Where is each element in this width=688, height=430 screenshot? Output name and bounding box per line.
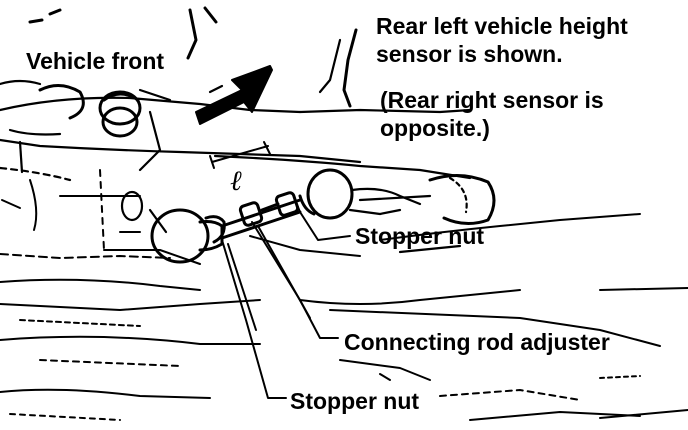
opposite-side-note-line-1: (Rear right sensor is xyxy=(380,87,604,113)
vehicle-body-frame xyxy=(0,6,472,182)
sensor-arm-cup xyxy=(298,168,422,220)
control-arm xyxy=(358,174,641,254)
sensor-body-cup xyxy=(120,190,224,264)
dimension-marker xyxy=(209,141,271,169)
stopper-nut-upper-label: Stopper nut xyxy=(355,223,485,249)
connecting-rod-adjuster-label: Connecting rod adjuster xyxy=(344,329,610,355)
diagram-title-line-2: sensor is shown. xyxy=(376,41,563,67)
vehicle-front-label: Vehicle front xyxy=(26,48,165,74)
stopper-nut-lower-label: Stopper nut xyxy=(290,388,420,414)
lower-frame xyxy=(0,253,688,421)
background-frame xyxy=(1,169,361,265)
diagram-title-line-1: Rear left vehicle height xyxy=(376,13,628,39)
dimension-symbol: ℓ xyxy=(230,164,242,197)
opposite-side-note-line-2: opposite.) xyxy=(380,115,490,141)
vehicle-front-arrow xyxy=(195,65,273,125)
diagram-title: Rear left vehicle height sensor is shown… xyxy=(376,12,628,68)
connecting-rod-assembly xyxy=(204,191,302,244)
rubber-bushing xyxy=(38,84,142,138)
opposite-side-note: (Rear right sensor is opposite.) xyxy=(380,86,604,142)
